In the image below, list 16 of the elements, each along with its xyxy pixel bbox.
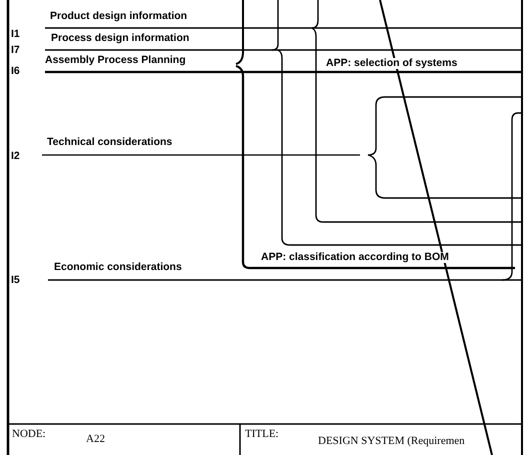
line-label: APP: selection of systems	[326, 58, 458, 68]
line-label: APP: classification according to BOM	[261, 252, 449, 262]
line-label: Technical considerations	[47, 137, 172, 148]
line-label: Economic considerations	[54, 262, 182, 272]
icom-code: I2	[11, 151, 20, 162]
line-label: Product design information	[50, 11, 188, 22]
icom-code: I6	[11, 66, 20, 76]
field-value: DESIGN SYSTEM (Requiremen	[318, 436, 465, 447]
field-label: TITLE:	[245, 429, 279, 440]
field-label: NODE:	[12, 429, 46, 440]
node-number: A22	[86, 434, 105, 445]
icom-code: I7	[11, 45, 20, 56]
line-label: Assembly Process Planning	[45, 55, 186, 66]
line-label: Process design information	[51, 33, 190, 44]
icom-code: I5	[11, 275, 20, 286]
icom-code: I1	[11, 29, 20, 40]
